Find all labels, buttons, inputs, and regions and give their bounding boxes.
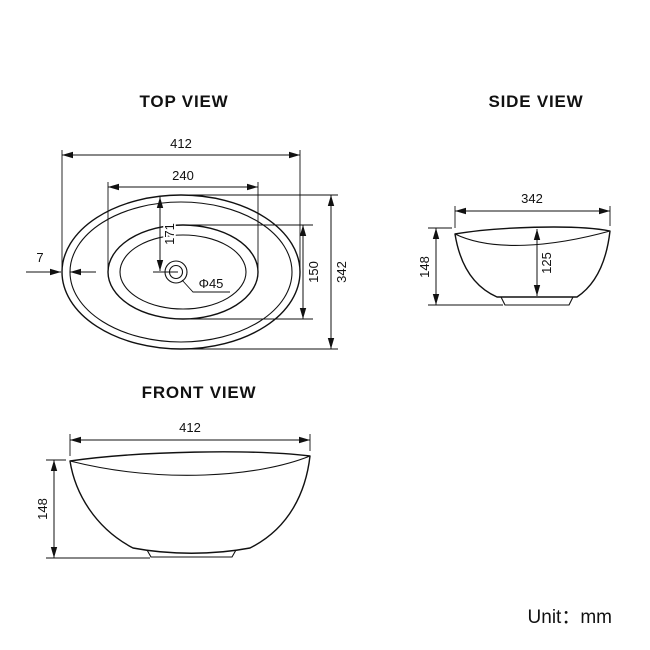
basin-opening-outer-ellipse (107, 224, 259, 320)
basin-front-foot (146, 549, 237, 558)
dim-label-front-height: 148 (35, 498, 50, 520)
dim-label-rim-thickness: 7 (36, 250, 43, 265)
top-view-shapes (61, 194, 301, 350)
basin-front-rim-curve (69, 455, 311, 476)
dim-label-opening-width: 240 (172, 168, 194, 183)
dim-label-front-width: 412 (179, 420, 201, 435)
front-view-shapes (69, 451, 311, 558)
dim-label-overall-depth: 342 (334, 261, 349, 283)
dim-top-opening-depth: 150 (188, 224, 323, 320)
dim-top-center-offset: 171 (156, 197, 179, 271)
dim-label-overall-width: 412 (170, 136, 192, 151)
front-view-title: FRONT VIEW (142, 383, 257, 402)
basin-opening-inner-ellipse (119, 234, 247, 310)
dim-front-height: 148 (33, 459, 150, 559)
basin-front-profile (69, 451, 311, 554)
side-view-shapes (454, 226, 611, 306)
dim-top-overall-depth: 342 (186, 194, 351, 350)
dim-front-width: 412 (69, 418, 311, 456)
dim-label-opening-depth: 150 (306, 261, 321, 283)
dim-label-center-offset: 171 (162, 223, 177, 245)
dim-side-width: 342 (454, 189, 611, 228)
dim-label-side-inner-depth: 125 (539, 252, 554, 274)
top-view: TOP VIEW 412 240 171 (26, 92, 351, 350)
dim-side-height: 148 (415, 227, 503, 306)
basin-side-rim-curve (454, 230, 611, 246)
leader-line (181, 279, 230, 293)
dim-label-side-width: 342 (521, 191, 543, 206)
dim-top-rim-thickness: 7 (26, 248, 96, 276)
basin-side-profile (454, 226, 611, 298)
unit-label: Unit：mm (528, 607, 612, 628)
side-view: SIDE VIEW 342 148 125 (415, 92, 611, 306)
basin-side-foot (500, 296, 574, 306)
top-view-title: TOP VIEW (140, 92, 229, 111)
front-view: FRONT VIEW 412 148 (33, 383, 311, 559)
basin-outer-rim-ellipse (61, 194, 301, 350)
dim-top-opening-width: 240 (107, 166, 259, 270)
dim-side-inner-depth: 125 (533, 229, 556, 296)
dim-top-overall-width: 412 (61, 134, 301, 268)
dim-label-drain-diameter: Φ45 (199, 276, 224, 291)
side-view-title: SIDE VIEW (488, 92, 583, 111)
dim-top-drain-diameter: Φ45 (181, 274, 230, 293)
dim-label-side-height: 148 (417, 256, 432, 278)
